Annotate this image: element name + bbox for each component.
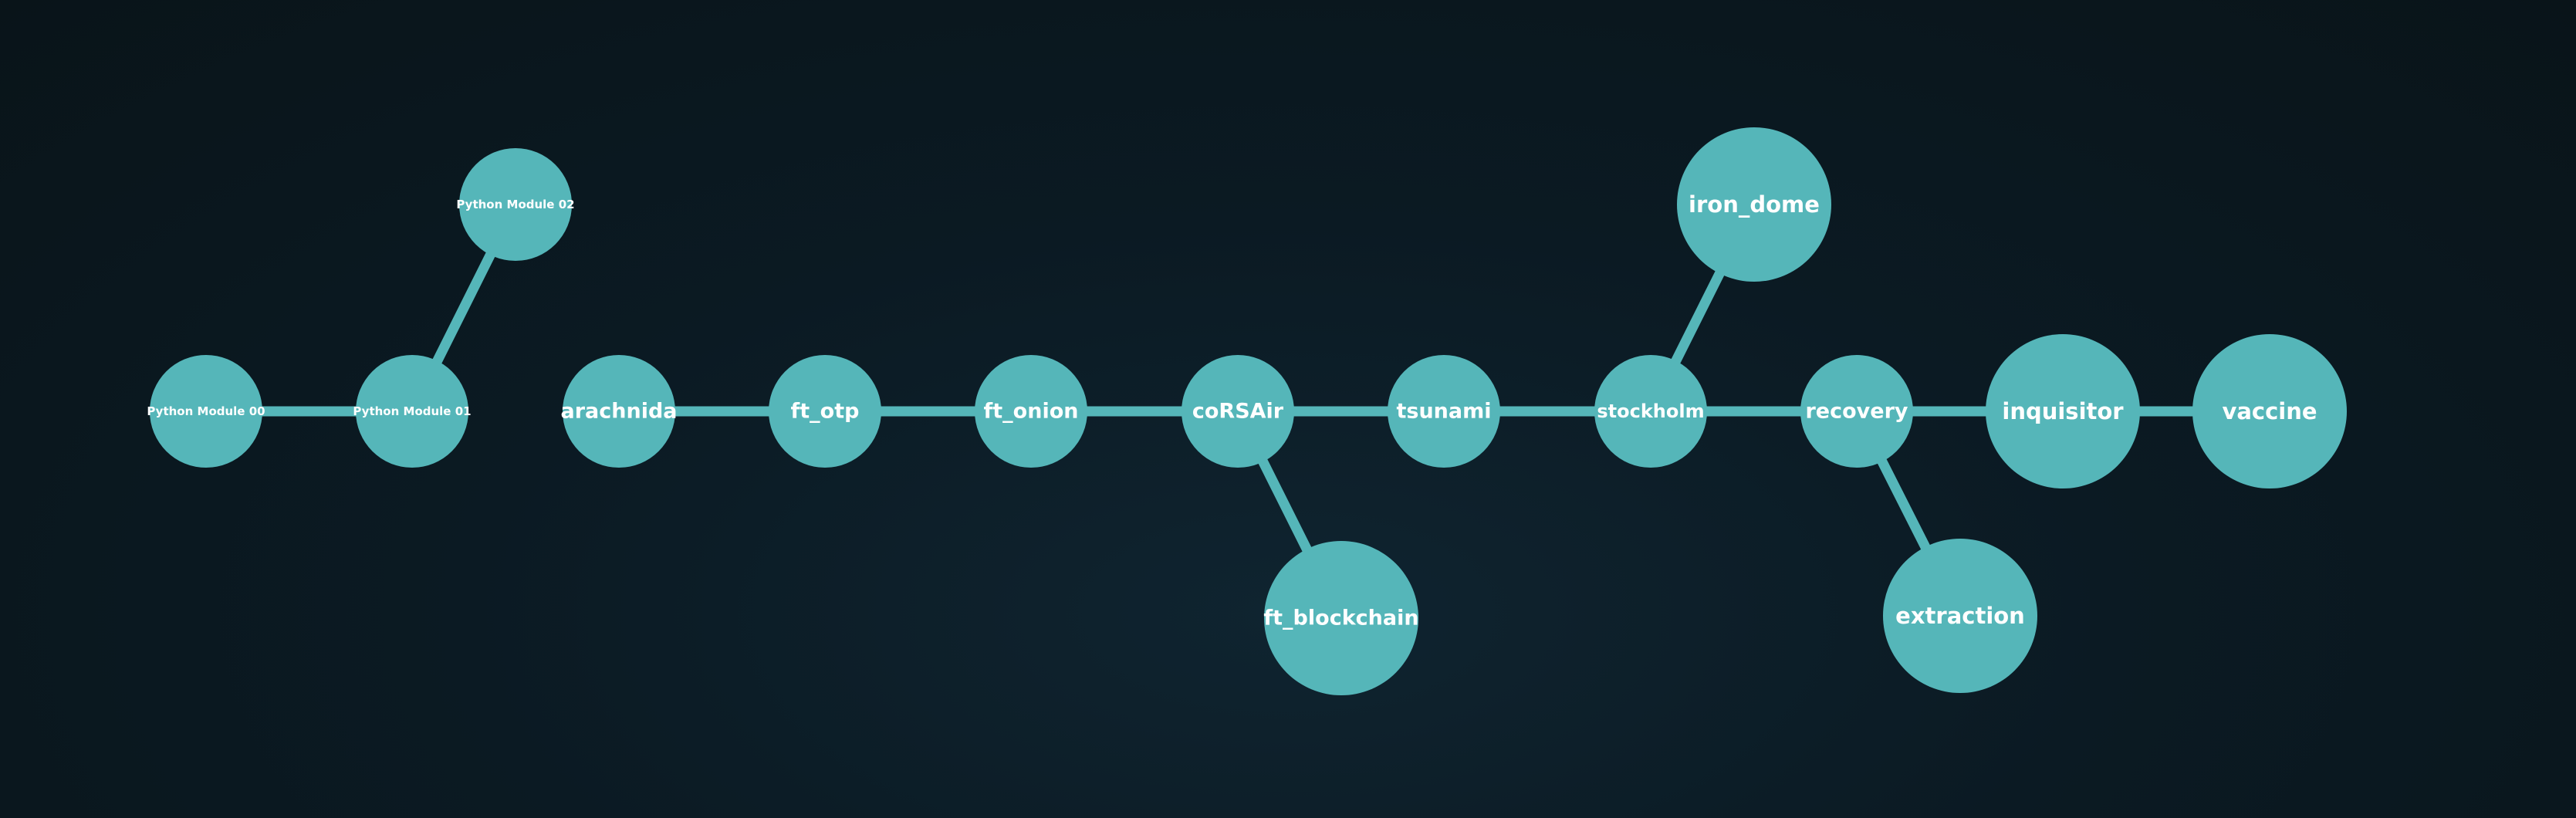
node-tsunami[interactable]: tsunami [1388,355,1500,468]
node-circle[interactable] [150,355,262,468]
node-ft-onion[interactable]: ft_onion [975,355,1087,468]
node-corsair[interactable]: coRSAir [1182,355,1294,468]
node-circle[interactable] [356,355,468,468]
node-pm02[interactable]: Python Module 02 [456,148,575,261]
node-circle[interactable] [1264,541,1418,695]
node-ft-blockchain[interactable]: ft_blockchain [1263,541,1419,695]
node-iron-dome[interactable]: iron_dome [1677,127,1831,282]
node-circle[interactable] [1594,355,1707,468]
node-circle[interactable] [1388,355,1500,468]
node-circle[interactable] [2192,334,2347,488]
node-arachnida[interactable]: arachnida [560,355,678,468]
node-stockholm[interactable]: stockholm [1594,355,1707,468]
node-circle[interactable] [769,355,881,468]
node-recovery[interactable]: recovery [1800,355,1913,468]
node-pm00[interactable]: Python Module 00 [147,355,265,468]
node-inquisitor[interactable]: inquisitor [1986,334,2140,488]
node-vaccine[interactable]: vaccine [2192,334,2347,488]
node-circle[interactable] [1800,355,1913,468]
nodes-layer: Python Module 00 Python Module 01 Python M… [147,127,2347,695]
node-circle[interactable] [459,148,572,261]
node-circle[interactable] [563,355,675,468]
node-pm01[interactable]: Python Module 01 [353,355,472,468]
node-circle[interactable] [1677,127,1831,282]
node-ft-otp[interactable]: ft_otp [769,355,881,468]
node-circle[interactable] [1986,334,2140,488]
node-circle[interactable] [1883,539,2037,693]
node-circle[interactable] [975,355,1087,468]
node-circle[interactable] [1182,355,1294,468]
node-extraction[interactable]: extraction [1883,539,2037,693]
